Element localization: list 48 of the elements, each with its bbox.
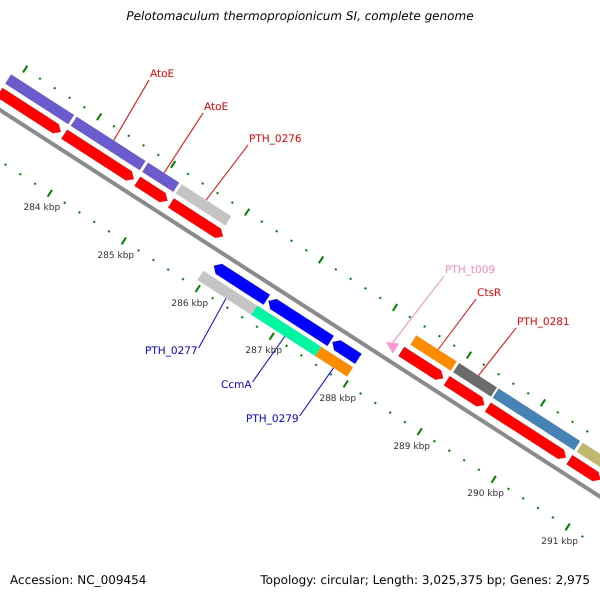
gene-bar <box>315 346 353 376</box>
leader-line <box>252 336 286 382</box>
gene-block <box>168 198 224 238</box>
gene-block <box>398 346 444 380</box>
gene-block <box>444 376 484 406</box>
gene-bar <box>410 335 457 371</box>
accession-text: Accession: NC_009454 <box>10 574 146 587</box>
gene-block <box>332 340 362 364</box>
leader-line <box>299 367 334 416</box>
leader-line <box>438 298 476 350</box>
scale-label: 289 kbp <box>393 440 430 454</box>
gene-block <box>0 88 61 134</box>
gene-label: PTH_0277 <box>145 345 198 358</box>
genome-summary: Topology: circular; Length: 3,025,375 bp; Genes: 2,975 <box>260 574 590 587</box>
gene-bar <box>492 388 580 450</box>
leader-line <box>478 328 516 376</box>
gene-bar <box>176 184 232 226</box>
gene-label: PTH_t009 <box>445 264 496 277</box>
scale-label: 290 kbp <box>467 488 504 502</box>
leader-line <box>392 276 444 344</box>
gene-block <box>566 455 600 482</box>
scale-label: 285 kbp <box>97 250 134 263</box>
gene-label: PTH_0281 <box>517 316 570 329</box>
gene-label: CcmA <box>221 379 252 392</box>
gene-block <box>484 402 566 459</box>
gene-bar <box>453 363 497 397</box>
gene-bar <box>5 74 74 124</box>
scale-label: 284 kbp <box>23 202 60 216</box>
gene-block <box>134 176 168 202</box>
gene-label: AtoE <box>150 68 174 81</box>
leader-line <box>113 80 150 141</box>
gene-bar <box>142 162 180 192</box>
gene-block <box>61 129 134 180</box>
title: Pelotomaculum thermopropionicum SI, complete genome <box>125 10 475 23</box>
scale-label: 291 kbp <box>541 536 578 549</box>
leader-line <box>206 144 248 200</box>
scale-label: 286 kbp <box>171 298 208 311</box>
scale-label: 288 kbp <box>319 392 356 406</box>
gene-bar <box>576 442 600 468</box>
gene-label: PTH_0279 <box>246 413 299 426</box>
gene-bar <box>70 116 146 170</box>
gene-block <box>214 264 270 305</box>
gene-label: AtoE <box>204 101 228 114</box>
gene-label: PTH_0276 <box>249 133 302 146</box>
gene-label: CtsR <box>477 287 502 300</box>
gene-block <box>268 299 334 346</box>
triangle-marker <box>386 342 400 354</box>
leader-line <box>164 112 204 174</box>
